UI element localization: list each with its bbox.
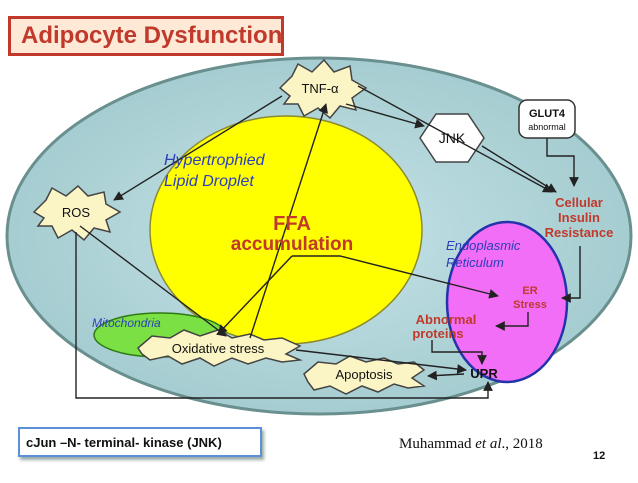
arrow-upr-to-apoptosis	[427, 370, 465, 381]
arrow-glut4-to-insulin	[546, 138, 579, 187]
title-box: Adipocyte Dysfunction	[8, 16, 284, 56]
upr-label: UPR	[470, 366, 498, 381]
tnf-burst	[278, 58, 368, 120]
jnk-label: JNK	[439, 130, 466, 146]
citation-etal: et al	[475, 436, 502, 452]
arrow-tnf-to-jnk	[345, 103, 425, 129]
arrow-abnormal-to-upr	[431, 340, 487, 365]
accumulation-label: accumulation	[231, 234, 353, 255]
arrow-oxidative-to-upr	[295, 349, 467, 374]
ffa-label: FFA	[273, 213, 311, 235]
arrow-ros-to-upr	[75, 232, 493, 399]
arrow-insulin-to-er-stress	[561, 246, 581, 303]
cellular-label: Cellular	[555, 195, 603, 210]
apoptosis-label: Apoptosis	[335, 367, 393, 382]
citation-author: Muhammad	[399, 436, 472, 452]
abnormal-label: Abnormal	[416, 312, 477, 327]
stress-label: Stress	[513, 299, 547, 311]
tnf-label: TNF-α	[301, 81, 339, 96]
glut4-sub-label: abnormal	[528, 122, 566, 132]
slide-title: Adipocyte Dysfunction	[21, 22, 283, 49]
ros-label: ROS	[62, 205, 91, 220]
ros-burst	[32, 184, 122, 242]
citation-year: ., 2018	[501, 436, 543, 452]
arrow-ros-to-oxidative	[79, 225, 227, 337]
legend-box: cJun –N- terminal- kinase (JNK)	[18, 427, 262, 457]
citation: Muhammad et al., 2018	[399, 436, 543, 453]
arrow-ffa-to-oxidative	[217, 255, 293, 335]
arrow-er-stress-to-abnormal	[495, 312, 529, 331]
glut4-label: GLUT4	[529, 108, 566, 120]
legend-text: cJun –N- terminal- kinase (JNK)	[26, 435, 222, 450]
arrow-ffa-to-er-stress	[292, 255, 499, 299]
oxidative-stress-label: Oxidative stress	[172, 341, 265, 356]
endoplasmic-label: Endoplasmic	[446, 238, 521, 253]
arrow-oxidative-to-tnf	[249, 103, 328, 339]
insulin-label: Insulin	[558, 210, 600, 225]
reticulum-label: Reticulum	[446, 255, 504, 270]
arrow-jnk-to-insulin	[481, 145, 557, 193]
page-number: 12	[593, 450, 606, 462]
mitochondria-label: Mitochondria	[92, 316, 161, 330]
er-stress-label: ER	[522, 285, 537, 297]
arrows	[75, 85, 581, 399]
proteins-label: proteins	[412, 326, 463, 341]
oxidative-burst	[137, 329, 303, 367]
lipid-droplet-label: Lipid Droplet	[164, 173, 254, 190]
arrow-tnf-to-insulin	[357, 85, 553, 193]
resistance-label: Resistance	[545, 225, 614, 240]
arrow-tnf-to-ros	[113, 95, 283, 201]
hypertrophied-label: Hypertrophied	[164, 152, 266, 169]
